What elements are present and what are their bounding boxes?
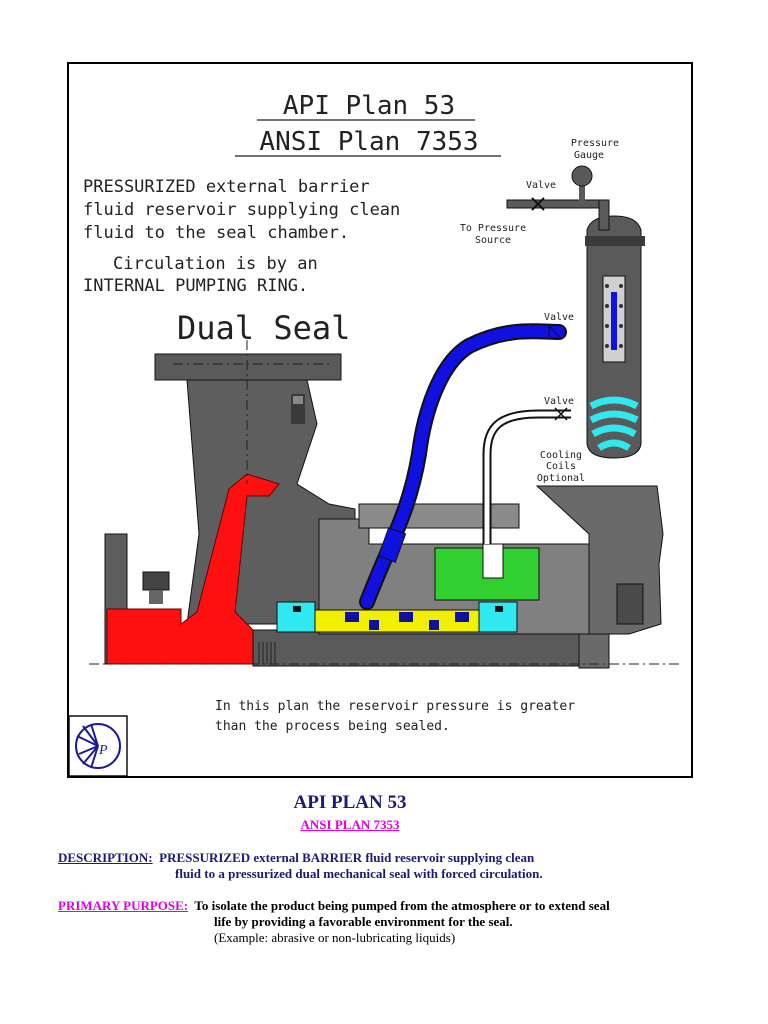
pressure-gauge-label-2: Gauge [574,150,604,161]
cooling-coils-label-1: Cooling [540,450,582,461]
valve-low-icon [554,407,568,421]
company-logo: P [69,715,128,776]
pressure-source-label-2: Source [475,235,511,246]
pressure-gauge-label-1: Pressure [571,138,619,149]
caption-title: API PLAN 53 [293,792,407,813]
pressure-gauge-icon [571,165,593,187]
circulation-line-2: INTERNAL PUMPING RING. [83,276,308,296]
centerlines [89,340,683,665]
seal-plan-diagram: API Plan 53 ANSI Plan 7353 PRESSURIZED e… [69,91,683,776]
valve-top-icon [531,197,545,211]
valve-mid-label: Valve [544,312,574,323]
cooling-coils-label-2: Coils [546,461,576,472]
note-line-1: In this plan the reservoir pressure is g… [215,699,575,714]
purpose-label: PRIMARY PURPOSE: [58,898,189,913]
circulation-line-1: Circulation is by an [113,254,318,274]
note-line-2: than the process being sealed. [215,719,450,734]
return-line [482,409,571,544]
diagram-title-1: API Plan 53 [283,91,455,121]
purpose-block: PRIMARY PURPOSE: To isolate the product … [58,898,610,946]
pressure-piping [506,180,610,231]
cooling-coils-label-3: Optional [537,473,585,484]
description-label: DESCRIPTION: [58,850,153,865]
valve-low-label: Valve [544,396,574,407]
pressure-source-label-1: To Pressure [460,223,526,234]
purpose-line-1: To isolate the product being pumped from… [194,898,610,913]
caption-subtitle: ANSI PLAN 7353 [300,817,400,832]
intro-line-3: fluid to the seal chamber. [83,223,349,243]
diagram-frame: API Plan 53 ANSI Plan 7353 PRESSURIZED e… [67,62,693,778]
valve-top-label: Valve [526,180,556,191]
seal-type-label: Dual Seal [177,309,350,347]
description-line-1: PRESSURIZED external BARRIER fluid reser… [159,850,535,865]
barrier-reservoir [585,215,645,459]
purpose-line-2: life by providing a favorable environmen… [214,914,513,929]
description-line-2: fluid to a pressurized dual mechanical s… [175,866,543,881]
intro-line-1: PRESSURIZED external barrier [83,177,370,197]
barrier-fluid-line [359,323,567,610]
gland-connector [482,543,504,579]
purpose-example: (Example: abrasive or non-lubricating li… [214,930,456,945]
diagram-title-2: ANSI Plan 7353 [259,127,478,157]
description-block: DESCRIPTION: PRESSURIZED external BARRIE… [58,850,543,882]
shaft [252,623,610,669]
intro-line-2: fluid reservoir supplying clean [83,200,400,220]
dual-seal-assembly [276,601,518,633]
valve-mid-icon [548,324,563,339]
svg-text:P: P [98,743,108,758]
